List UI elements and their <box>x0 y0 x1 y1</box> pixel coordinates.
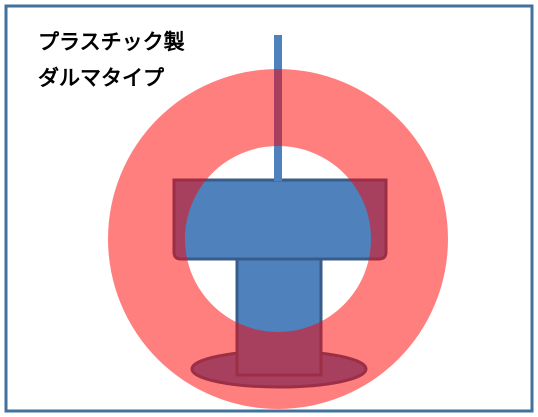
caption-line-2: ダルマタイプ <box>38 66 164 90</box>
caption-line-1: プラスチック製 <box>38 30 185 54</box>
object-head <box>172 178 388 261</box>
marker-ring <box>108 69 448 409</box>
